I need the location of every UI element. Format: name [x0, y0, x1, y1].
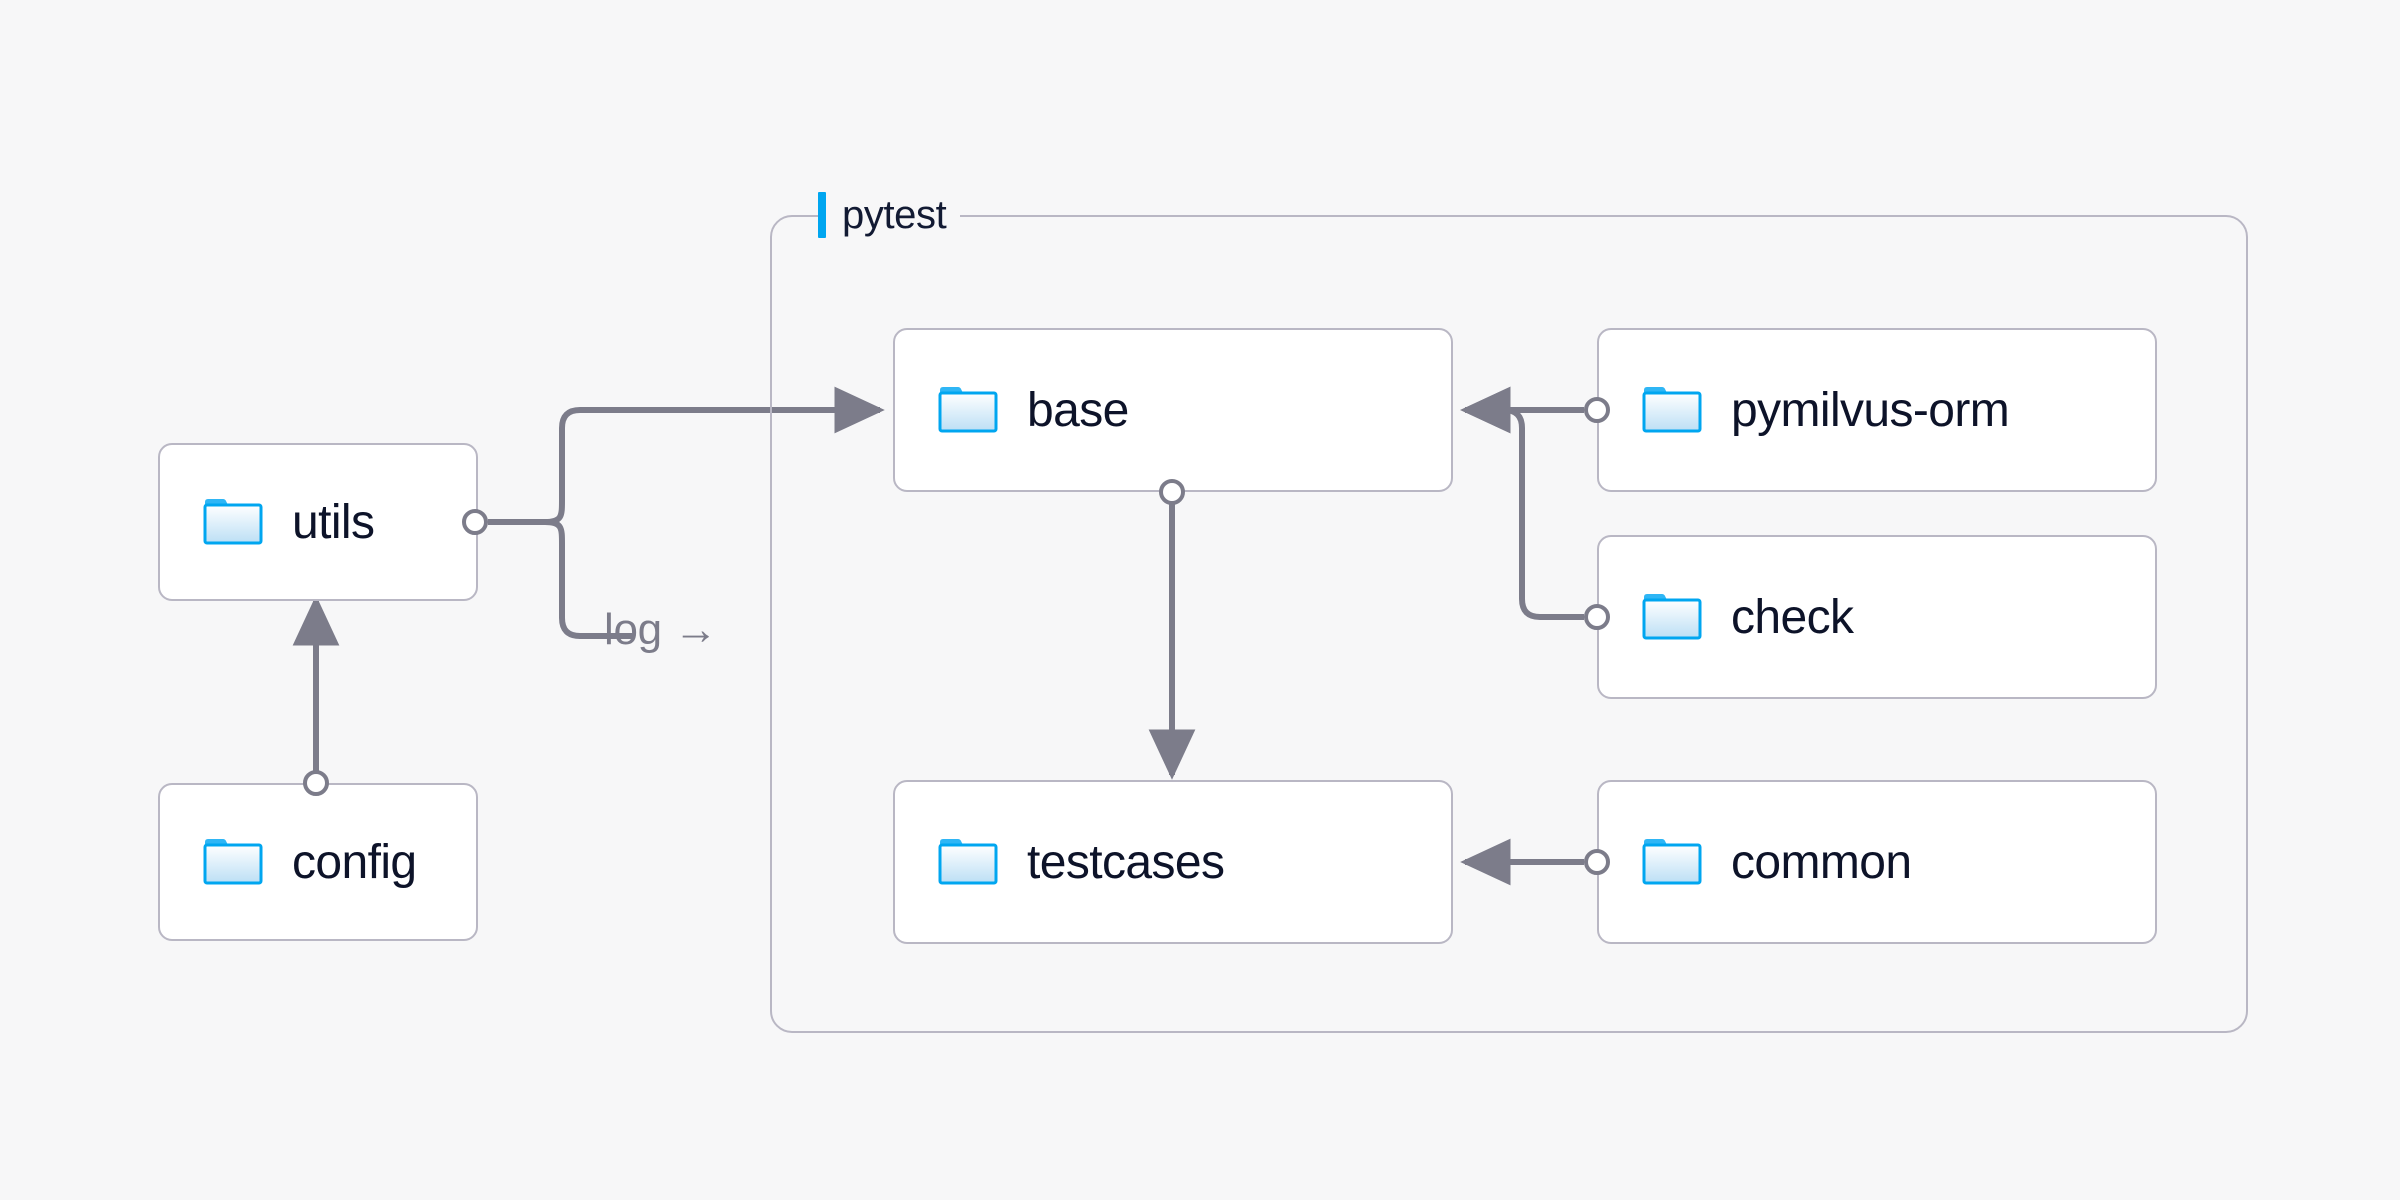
node-testcases-label: testcases: [1027, 835, 1225, 889]
port-utils-right[interactable]: [462, 509, 488, 535]
node-pymilvus-orm-label: pymilvus-orm: [1731, 383, 2010, 437]
group-pytest: [770, 215, 2248, 1033]
node-config[interactable]: config: [158, 783, 478, 941]
port-pymilvus-orm-left[interactable]: [1584, 397, 1610, 423]
group-pytest-label: pytest: [818, 188, 961, 242]
folder-icon: [203, 499, 263, 545]
node-base[interactable]: base: [893, 328, 1453, 492]
folder-icon: [1642, 839, 1702, 885]
folder-icon: [1642, 594, 1702, 640]
folder-icon: [938, 839, 998, 885]
node-utils-label: utils: [292, 495, 375, 549]
node-base-label: base: [1027, 383, 1129, 437]
folder-icon: [938, 387, 998, 433]
node-common-label: common: [1731, 835, 1912, 889]
group-accent-bar: [818, 192, 826, 238]
port-common-left[interactable]: [1584, 849, 1610, 875]
edge-label-log: log →: [604, 605, 718, 654]
node-testcases[interactable]: testcases: [893, 780, 1453, 944]
folder-icon: [203, 839, 263, 885]
node-pymilvus-orm[interactable]: pymilvus-orm: [1597, 328, 2157, 492]
node-common[interactable]: common: [1597, 780, 2157, 944]
node-utils[interactable]: utils: [158, 443, 478, 601]
node-check-label: check: [1731, 590, 1854, 644]
port-config-top[interactable]: [303, 770, 329, 796]
node-check[interactable]: check: [1597, 535, 2157, 699]
port-check-left[interactable]: [1584, 604, 1610, 630]
folder-icon: [1642, 387, 1702, 433]
port-base-bottom[interactable]: [1159, 479, 1185, 505]
group-pytest-title: pytest: [842, 192, 947, 237]
node-config-label: config: [292, 835, 417, 889]
